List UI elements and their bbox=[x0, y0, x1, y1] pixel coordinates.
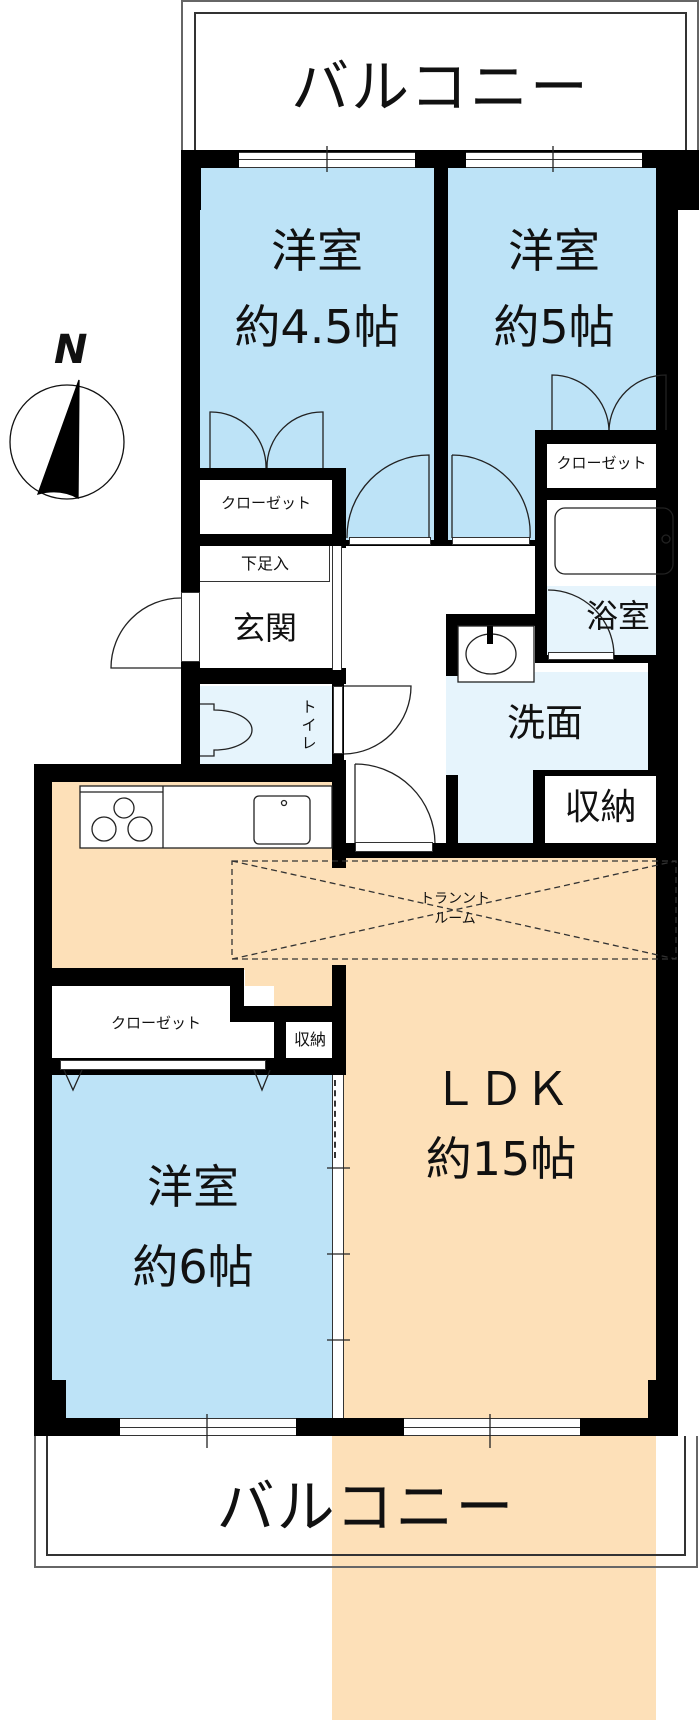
wall bbox=[446, 614, 546, 626]
ldk-size: 約15帖 bbox=[425, 1132, 577, 1186]
western-room-3 bbox=[52, 1075, 334, 1420]
door-sill bbox=[355, 842, 433, 852]
sliding-door-dash bbox=[334, 1080, 338, 1158]
wall bbox=[346, 540, 546, 546]
shoe-storage-box bbox=[200, 546, 330, 582]
window-line bbox=[120, 1427, 296, 1428]
storage-2-label: 収納 bbox=[293, 1030, 326, 1049]
bathtub-area bbox=[545, 500, 658, 586]
balcony-bottom-inner bbox=[46, 1436, 686, 1556]
wall bbox=[274, 1006, 286, 1074]
wall bbox=[656, 150, 678, 1436]
western-room-1-name: 洋室 bbox=[271, 224, 363, 278]
wall bbox=[34, 764, 52, 1436]
wall bbox=[533, 770, 658, 776]
hallway bbox=[342, 546, 454, 851]
wall bbox=[434, 150, 448, 545]
wall bbox=[230, 968, 244, 1008]
balcony-bottom-outer bbox=[34, 1436, 698, 1568]
entrance-door-opening bbox=[181, 592, 200, 662]
ldk-name: ＬＤＫ bbox=[432, 1062, 570, 1116]
toilet-door-opening bbox=[333, 686, 343, 754]
window-line bbox=[466, 159, 642, 160]
storage-1-area bbox=[544, 775, 656, 843]
western-room-3-name: 洋室 bbox=[147, 1160, 239, 1214]
wall bbox=[200, 668, 346, 684]
wall bbox=[200, 534, 346, 546]
wall bbox=[332, 760, 346, 868]
window-line bbox=[404, 1427, 580, 1428]
floorplan-fixtures bbox=[9, 146, 677, 1448]
closet-3-label: クローゼット bbox=[110, 1014, 201, 1032]
window-top-2 bbox=[466, 152, 642, 168]
closet-3-door-rail bbox=[60, 1060, 266, 1070]
balcony-top-label: バルコニー bbox=[291, 53, 590, 121]
wall bbox=[446, 775, 458, 850]
wall bbox=[446, 614, 458, 676]
wall bbox=[535, 430, 660, 444]
door-sill bbox=[349, 537, 431, 545]
storage-2-area bbox=[286, 1022, 334, 1060]
western-room-3-size: 約6帖 bbox=[132, 1240, 254, 1294]
wall bbox=[332, 965, 346, 1075]
wall bbox=[332, 468, 346, 548]
western-room-2-name: 洋室 bbox=[508, 224, 600, 278]
hall-partition bbox=[332, 546, 342, 670]
western-room-2-size: 約5帖 bbox=[493, 300, 615, 354]
toilet-room bbox=[200, 686, 332, 774]
column bbox=[648, 1380, 678, 1436]
closet-1-label: クローゼット bbox=[220, 494, 311, 512]
trunk-room-line1: トランント bbox=[420, 891, 490, 907]
washroom-label: 洗面 bbox=[506, 701, 583, 745]
wall bbox=[34, 968, 244, 986]
closet-1 bbox=[200, 480, 332, 534]
balcony-bottom-label: バルコニー bbox=[216, 1473, 516, 1541]
shoe-storage-label: 下足入 bbox=[240, 554, 289, 573]
north-label: N bbox=[54, 327, 88, 373]
closet-2-label: クローゼット bbox=[556, 454, 647, 472]
bathroom-room bbox=[545, 586, 658, 662]
closet-2 bbox=[545, 444, 658, 488]
bath-door-sill bbox=[548, 652, 614, 660]
wall bbox=[200, 468, 346, 480]
balcony-top-inner bbox=[194, 12, 687, 160]
toilet-label: トイレ bbox=[301, 698, 317, 752]
balcony-top-outer bbox=[181, 0, 699, 160]
western-room-1-size: 約4.5帖 bbox=[234, 300, 400, 354]
wall bbox=[648, 660, 678, 770]
storage-1-label: 収納 bbox=[564, 787, 637, 828]
door-sill bbox=[452, 537, 530, 545]
ldk-room-main bbox=[332, 858, 656, 1720]
bathroom-label: 浴室 bbox=[585, 597, 650, 635]
north-arrow-icon bbox=[10, 385, 124, 499]
trunk-room-line2: ルーム bbox=[434, 911, 476, 927]
wall bbox=[535, 488, 660, 500]
column bbox=[34, 1380, 66, 1436]
wall bbox=[533, 773, 545, 853]
entrance-label: 玄関 bbox=[232, 609, 297, 647]
sliding-door-partition bbox=[332, 1075, 344, 1420]
wall bbox=[34, 764, 346, 782]
